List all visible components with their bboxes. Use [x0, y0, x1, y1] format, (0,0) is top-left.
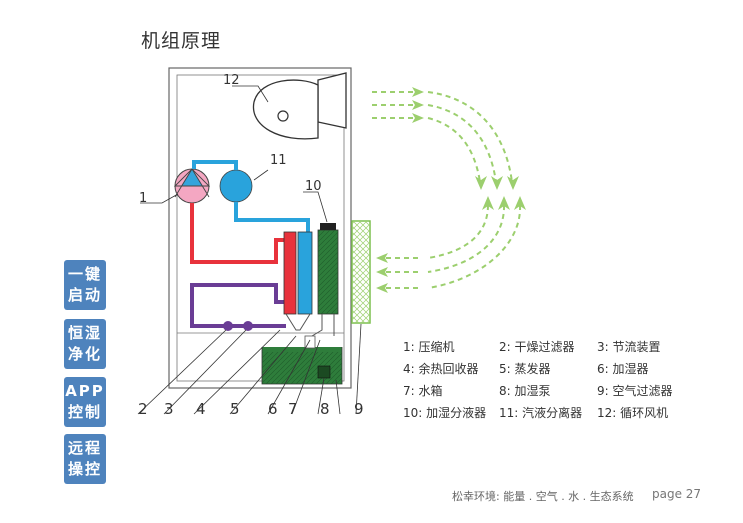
- legend-item: 11: 汽液分离器: [499, 406, 583, 420]
- evaporator-coil: [297, 231, 313, 315]
- legend-item: 8: 加湿泵: [499, 384, 551, 398]
- air-filter-texture: [352, 221, 370, 323]
- button-line-1: 远程: [67, 439, 102, 457]
- app-control-button[interactable]: APP 控制: [64, 377, 106, 427]
- label-compressor: 1: [139, 191, 147, 206]
- liquid-line-pipe: [190, 283, 286, 328]
- page-number: page 27: [652, 487, 702, 501]
- throttle-device-icon: [243, 321, 253, 331]
- page-title: 机组原理: [141, 30, 222, 52]
- suction-pipe: [192, 160, 238, 170]
- button-line-2: 净化: [67, 345, 102, 363]
- button-line-1: APP: [65, 382, 105, 400]
- legend-row: 10: 加湿分液器 11: 汽液分离器 12: 循环风机: [403, 404, 673, 426]
- legend-row: 1: 压缩机 2: 干燥过滤器 3: 节流装置: [403, 338, 673, 360]
- constant-humidity-button[interactable]: 恒湿 净化: [64, 319, 106, 369]
- label-water-tank: 7: [288, 400, 298, 418]
- button-line-2: 操控: [67, 460, 102, 478]
- airflow-in-arrowheads: [376, 196, 526, 293]
- footer-brand: 松幸环境: 能量 . 空气 . 水 . 生态系统: [452, 490, 634, 503]
- label-throttle: 3: [164, 400, 174, 418]
- humidifier-drain: [311, 314, 335, 337]
- tank-inlet: [304, 335, 316, 349]
- coil-drain: [285, 313, 311, 331]
- button-line-1: 恒湿: [67, 324, 102, 342]
- label-separator: 11: [270, 153, 287, 168]
- gas-liquid-separator-icon: [219, 169, 253, 203]
- airflow-out: [372, 91, 513, 183]
- legend-item: 3: 节流装置: [597, 340, 661, 354]
- button-line-2: 控制: [67, 403, 102, 421]
- humidifier-distributor: [320, 223, 336, 230]
- legend-item: 4: 余热回收器: [403, 362, 479, 376]
- return-pipe: [234, 202, 310, 232]
- button-line-2: 启动: [67, 286, 102, 304]
- label-air-filter: 9: [354, 400, 364, 418]
- airflow-out-arrowheads: [412, 87, 519, 190]
- airflow-in: [384, 204, 522, 289]
- circulation-fan: [252, 72, 347, 140]
- compressor-icon: [173, 168, 211, 204]
- remote-control-button[interactable]: 远程 操控: [64, 434, 106, 484]
- heat-recovery-coil: [283, 231, 297, 315]
- legend-item: 6: 加湿器: [597, 362, 649, 376]
- label-evaporator: 5: [230, 400, 240, 418]
- legend-item: 1: 压缩机: [403, 340, 455, 354]
- cabinet-outer: [168, 67, 352, 389]
- legend-item: 9: 空气过滤器: [597, 384, 673, 398]
- legend-row: 4: 余热回收器 5: 蒸发器 6: 加湿器: [403, 360, 673, 382]
- legend-item: 12: 循环风机: [597, 406, 669, 420]
- label-distributor: 10: [305, 179, 322, 194]
- humidifier-texture: [318, 230, 338, 314]
- button-line-1: 一键: [67, 265, 102, 283]
- discharge-pipe: [190, 203, 286, 264]
- legend-item: 7: 水箱: [403, 384, 443, 398]
- label-humidifier: 6: [268, 400, 278, 418]
- component-legend: 1: 压缩机 2: 干燥过滤器 3: 节流装置 4: 余热回收器 5: 蒸发器 6: 加…: [403, 338, 673, 426]
- one-key-start-button[interactable]: 一键 启动: [64, 260, 106, 310]
- label-fan: 12: [223, 73, 240, 88]
- legend-item: 5: 蒸发器: [499, 362, 551, 376]
- legend-item: 2: 干燥过滤器: [499, 340, 575, 354]
- callout-leaders: [137, 85, 362, 415]
- label-dryer-filter: 2: [138, 400, 148, 418]
- legend-row: 7: 水箱 8: 加湿泵 9: 空气过滤器: [403, 382, 673, 404]
- humidifier-pump: [317, 365, 331, 379]
- legend-item: 10: 加湿分液器: [403, 406, 487, 420]
- dryer-filter-icon: [223, 321, 233, 331]
- cabinet-inner: [176, 74, 345, 382]
- label-pump: 8: [320, 400, 330, 418]
- label-heat-recovery: 4: [196, 400, 206, 418]
